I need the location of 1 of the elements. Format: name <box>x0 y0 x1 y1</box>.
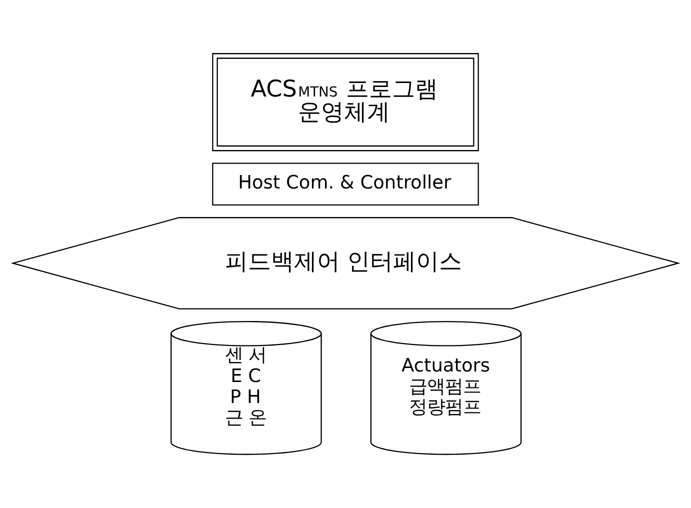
node-box: Host Com. & Controller <box>212 162 479 206</box>
